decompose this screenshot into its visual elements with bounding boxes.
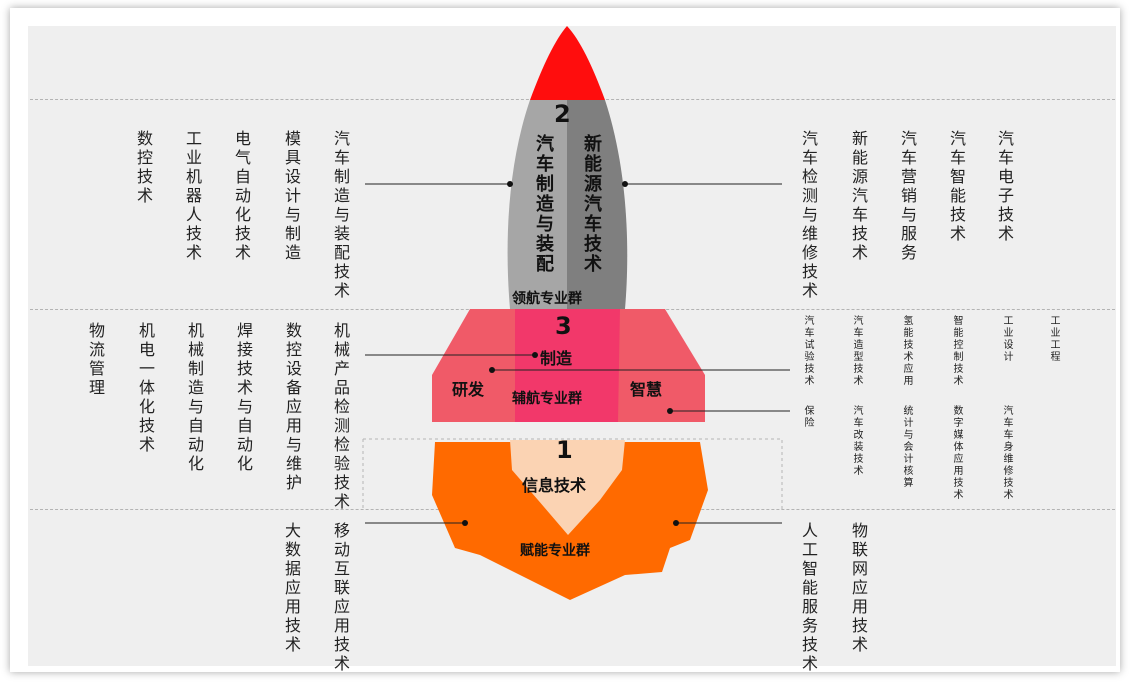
major-label: 数控技术 bbox=[134, 130, 153, 206]
major-label-small: 工业工程 bbox=[1048, 315, 1059, 363]
major-label-small: 汽车改装技术 bbox=[851, 405, 862, 477]
tier2-number: 2 bbox=[554, 100, 571, 128]
dot-tier3-left bbox=[489, 367, 495, 373]
major-label: 汽车检测与维修技术 bbox=[799, 130, 818, 301]
major-label: 物流管理 bbox=[86, 322, 105, 398]
major-label: 模具设计与制造 bbox=[282, 130, 301, 263]
flame-core bbox=[510, 440, 625, 535]
major-label-small: 保险 bbox=[802, 405, 813, 429]
tier3-right-label: 智慧 bbox=[630, 380, 663, 399]
right-wing bbox=[612, 309, 705, 422]
tier3-center-label: 制造 bbox=[540, 349, 573, 368]
major-label: 汽车制造与装配技术 bbox=[331, 130, 350, 301]
left-wing bbox=[432, 309, 520, 422]
major-label-small: 数字媒体应用技术 bbox=[951, 405, 962, 501]
tier2-left-label: 汽车制造与装配 bbox=[533, 134, 554, 274]
dot-tier1-left bbox=[462, 520, 468, 526]
major-label: 移动互联应用技术 bbox=[331, 522, 350, 674]
rocket-body-left bbox=[507, 100, 567, 309]
major-label-small: 智能控制技术 bbox=[951, 315, 962, 387]
tier3-group-name: 辅航专业群 bbox=[512, 391, 582, 407]
major-label: 人工智能服务技术 bbox=[799, 522, 818, 674]
wing-center bbox=[515, 309, 620, 422]
major-label: 大数据应用技术 bbox=[282, 522, 301, 655]
tier2-group-name: 领航专业群 bbox=[512, 291, 582, 307]
major-label: 电气自动化技术 bbox=[232, 130, 251, 263]
major-label-small: 汽车造型技术 bbox=[851, 315, 862, 387]
major-label: 焊接技术与自动化 bbox=[234, 322, 253, 474]
major-label: 汽车电子技术 bbox=[995, 130, 1014, 244]
tier1-group-name: 赋能专业群 bbox=[520, 543, 590, 559]
flame-box bbox=[362, 438, 783, 509]
tier3-left-label: 研发 bbox=[452, 380, 485, 399]
major-label: 新能源汽车技术 bbox=[849, 130, 868, 263]
rocket-body-right bbox=[567, 100, 628, 309]
dot-tier2-right bbox=[622, 181, 628, 187]
major-label: 机械制造与自动化 bbox=[185, 322, 204, 474]
major-label-small: 汽车试验技术 bbox=[802, 315, 813, 387]
major-label-small: 氢能技术应用 bbox=[901, 315, 912, 387]
major-label: 数控设备应用与维护 bbox=[283, 322, 302, 493]
dot-tier2-left bbox=[507, 181, 513, 187]
dot-tier1-right bbox=[673, 520, 679, 526]
major-label-small: 统计与会计核算 bbox=[901, 405, 912, 489]
dot-tier3-right bbox=[667, 408, 673, 414]
major-label-small: 工业设计 bbox=[1001, 315, 1012, 363]
major-label: 汽车营销与服务 bbox=[898, 130, 917, 263]
major-label: 机电一体化技术 bbox=[136, 322, 155, 455]
major-label: 机械产品检测检验技术 bbox=[331, 322, 350, 512]
tier1-number: 1 bbox=[556, 436, 573, 464]
rocket-nose bbox=[530, 26, 605, 100]
major-label: 汽车智能技术 bbox=[947, 130, 966, 244]
tier3-number: 3 bbox=[555, 312, 572, 340]
tier2-right-label: 新能源汽车技术 bbox=[581, 134, 602, 274]
major-label: 工业机器人技术 bbox=[183, 130, 202, 263]
major-label-small: 汽车车身维修技术 bbox=[1001, 405, 1012, 501]
major-label: 物联网应用技术 bbox=[849, 522, 868, 655]
tier1-center-label: 信息技术 bbox=[522, 476, 587, 495]
dot-tier3-center bbox=[532, 352, 538, 358]
